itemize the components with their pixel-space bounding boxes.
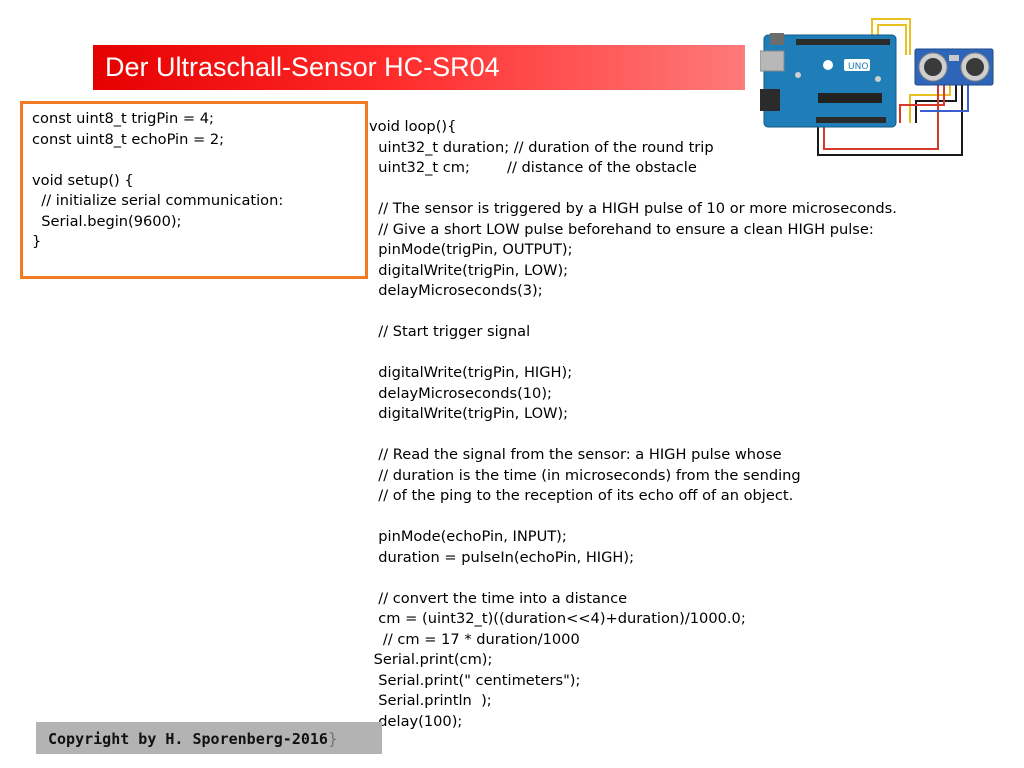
loop-code-line <box>369 343 897 364</box>
loop-code-line <box>369 179 897 200</box>
loop-code-line: uint32_t duration; // duration of the ro… <box>369 138 714 156</box>
loop-code-line: Serial.print(" centimeters"); <box>369 671 581 689</box>
loop-code-line: // duration is the time (in microseconds… <box>369 466 801 484</box>
loop-code-line: pinMode(trigPin, OUTPUT); <box>369 241 573 258</box>
loop-code-line: pinMode(echoPin, INPUT); <box>369 528 567 545</box>
title-banner: Der Ultraschall-Sensor HC-SR04 <box>93 45 745 90</box>
setup-code-line <box>32 150 283 171</box>
copyright-label: Copyright by H. Sporenberg-2016 <box>48 730 328 748</box>
loop-code-line: void loop(){ <box>369 118 457 135</box>
loop-code-line: uint32_t cm; // distance of the obstacle <box>369 159 697 176</box>
arduino-sensor-illustration: UNO <box>760 18 994 156</box>
loop-code-line: digitalWrite(trigPin, HIGH); <box>369 364 573 381</box>
setup-code-line: const uint8_t trigPin = 4; <box>32 110 214 127</box>
setup-code-line: const uint8_t echoPin = 2; <box>32 130 225 148</box>
loop-code-line: digitalWrite(trigPin, LOW); <box>369 405 569 422</box>
copyright-brace: } <box>327 729 338 748</box>
loop-code-line: // Read the signal from the sensor: a HI… <box>369 446 782 463</box>
loop-code-line <box>369 425 897 446</box>
copyright-bar: Copyright by H. Sporenberg-2016} <box>36 722 382 754</box>
copyright-text: Copyright by H. Sporenberg-2016} <box>48 729 338 748</box>
setup-code-block: const uint8_t trigPin = 4; const uint8_t … <box>32 109 283 253</box>
loop-code-line: digitalWrite(trigPin, LOW); <box>369 261 569 279</box>
loop-code-line: // cm = 17 * duration/1000 <box>369 630 580 648</box>
loop-code-line: // Start trigger signal <box>369 323 531 340</box>
loop-code-line: duration = pulseIn(echoPin, HIGH); <box>369 548 635 566</box>
loop-code-line: cm = (uint32_t)((duration<<4)+duration)/… <box>369 610 746 627</box>
loop-code-block: void loop(){ uint32_t duration; // durat… <box>369 117 897 732</box>
loop-code-line: // Give a short LOW pulse beforehand to … <box>369 220 874 238</box>
loop-code-line: delayMicroseconds(3); <box>369 282 543 299</box>
setup-code-line: void setup() { <box>32 171 134 189</box>
loop-code-line: // of the ping to the reception of its e… <box>369 487 794 504</box>
setup-code-line: Serial.begin(9600); <box>32 212 182 230</box>
jumper-wires <box>817 18 969 156</box>
loop-code-line: Serial.print(cm); <box>369 651 493 668</box>
loop-code-line <box>369 568 897 589</box>
board-label: UNO <box>848 62 868 72</box>
loop-code-line <box>369 507 897 528</box>
setup-code-line: } <box>32 233 42 250</box>
arduino-uno-board-icon: UNO <box>760 33 897 128</box>
loop-code-line: // convert the time into a distance <box>369 589 628 607</box>
loop-code-line: Serial.println ); <box>369 692 492 709</box>
setup-code-box: const uint8_t trigPin = 4; const uint8_t … <box>20 101 368 279</box>
loop-code-line: delay(100); <box>369 712 463 730</box>
hc-sr04-ultrasonic-sensor-icon <box>914 48 994 86</box>
loop-code-line <box>369 302 897 323</box>
loop-code-line: // The sensor is triggered by a HIGH pul… <box>369 200 897 217</box>
setup-code-line: // initialize serial communication: <box>32 192 284 209</box>
page-title: Der Ultraschall-Sensor HC-SR04 <box>105 52 500 82</box>
loop-code-line: delayMicroseconds(10); <box>369 384 552 402</box>
